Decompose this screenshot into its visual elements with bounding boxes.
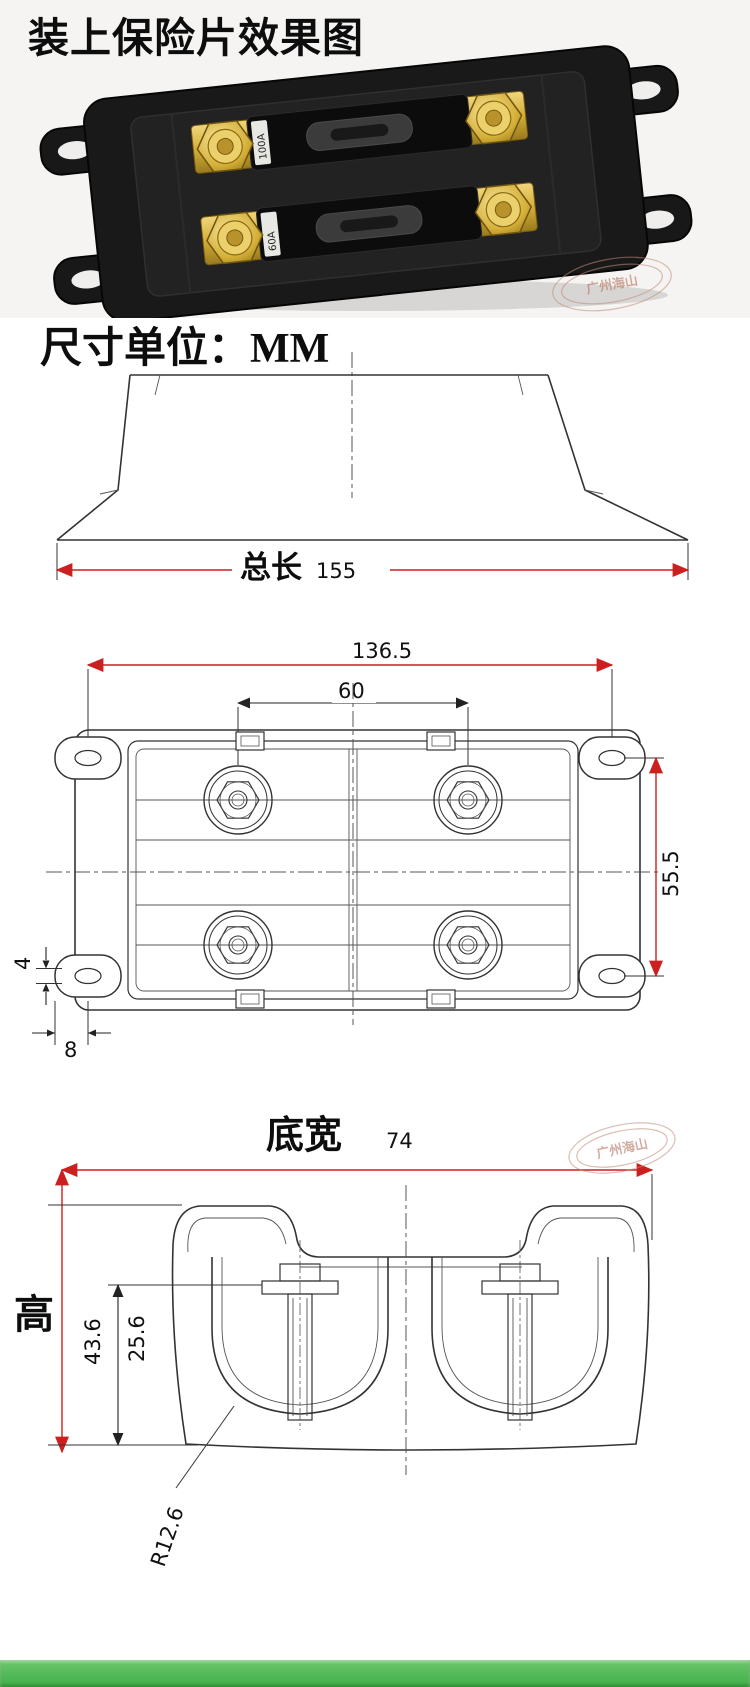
recess-ribs — [170, 74, 562, 293]
radius-leader-line — [175, 1405, 235, 1489]
witness-lines-4 — [36, 968, 62, 984]
witness-lines-8 — [54, 1001, 89, 1045]
panel-lines — [136, 749, 570, 991]
plate-outline — [74, 729, 641, 1011]
bottom-width-label: 底宽 — [266, 1114, 342, 1157]
left-bolt-section — [261, 1240, 339, 1430]
label-backdrop — [346, 637, 432, 663]
height-witness-lines — [48, 1204, 198, 1446]
fuse1-rating-label: 100A — [256, 133, 270, 160]
outer-hole-span-value: 136.5 — [352, 639, 412, 663]
radius-value: R12.6 — [146, 1504, 189, 1570]
fuse-rating-sticker — [250, 120, 272, 166]
label-backdrop — [232, 550, 390, 584]
watermark-text: 广州海山 — [595, 1136, 649, 1162]
dim4-arrows — [42, 960, 50, 992]
slot-edge-value: 8 — [64, 1038, 77, 1062]
fuse-holder-photo: 100A 60A — [37, 45, 695, 318]
witness-lines-555 — [624, 757, 664, 977]
body-outline — [171, 1205, 650, 1451]
length-dim-label: 总长 — [240, 550, 302, 585]
length-dim-value: 155 — [316, 559, 356, 583]
front-view-drawing: 底宽 74 高 43.6 25.6 — [14, 1114, 676, 1570]
dim8-arrows — [47, 1029, 96, 1037]
bottom-width-value: 74 — [386, 1129, 413, 1153]
cavity-depth-value: 25.6 — [125, 1315, 149, 1362]
product-photo: 100A 60A 广州海山 — [0, 0, 750, 318]
cover-outline — [56, 374, 689, 541]
cover-detail-lines — [99, 374, 604, 495]
raised-area-inner — [135, 748, 571, 992]
footer-banner — [0, 1660, 750, 1687]
edge-gap-value: 4 — [11, 957, 35, 970]
unit-label: 尺寸单位：MM — [40, 326, 330, 372]
right-bolt-section — [481, 1240, 559, 1430]
side-view-drawing: 总长 155 — [55, 352, 690, 585]
label-backdrop — [332, 679, 376, 703]
fuse2-rating-label: 60A — [266, 231, 279, 252]
vertical-hole-span-value: 55.5 — [659, 850, 683, 897]
watermark-stamp: 广州海山 — [568, 1122, 676, 1174]
photo-title: 装上保险片效果图 — [28, 15, 364, 61]
fuse-assembly-1: 100A — [190, 90, 529, 175]
bolt-span-value: 60 — [338, 679, 365, 703]
height-label: 高 — [14, 1292, 54, 1337]
fuse-assembly-2: 60A — [200, 181, 538, 266]
fuse-rating-sticker — [260, 211, 281, 257]
total-height-value: 43.6 — [81, 1318, 105, 1365]
wall-inner-lines — [187, 1217, 635, 1268]
top-view-drawing: 136.5 60 55.5 4 8 — [11, 637, 683, 1062]
